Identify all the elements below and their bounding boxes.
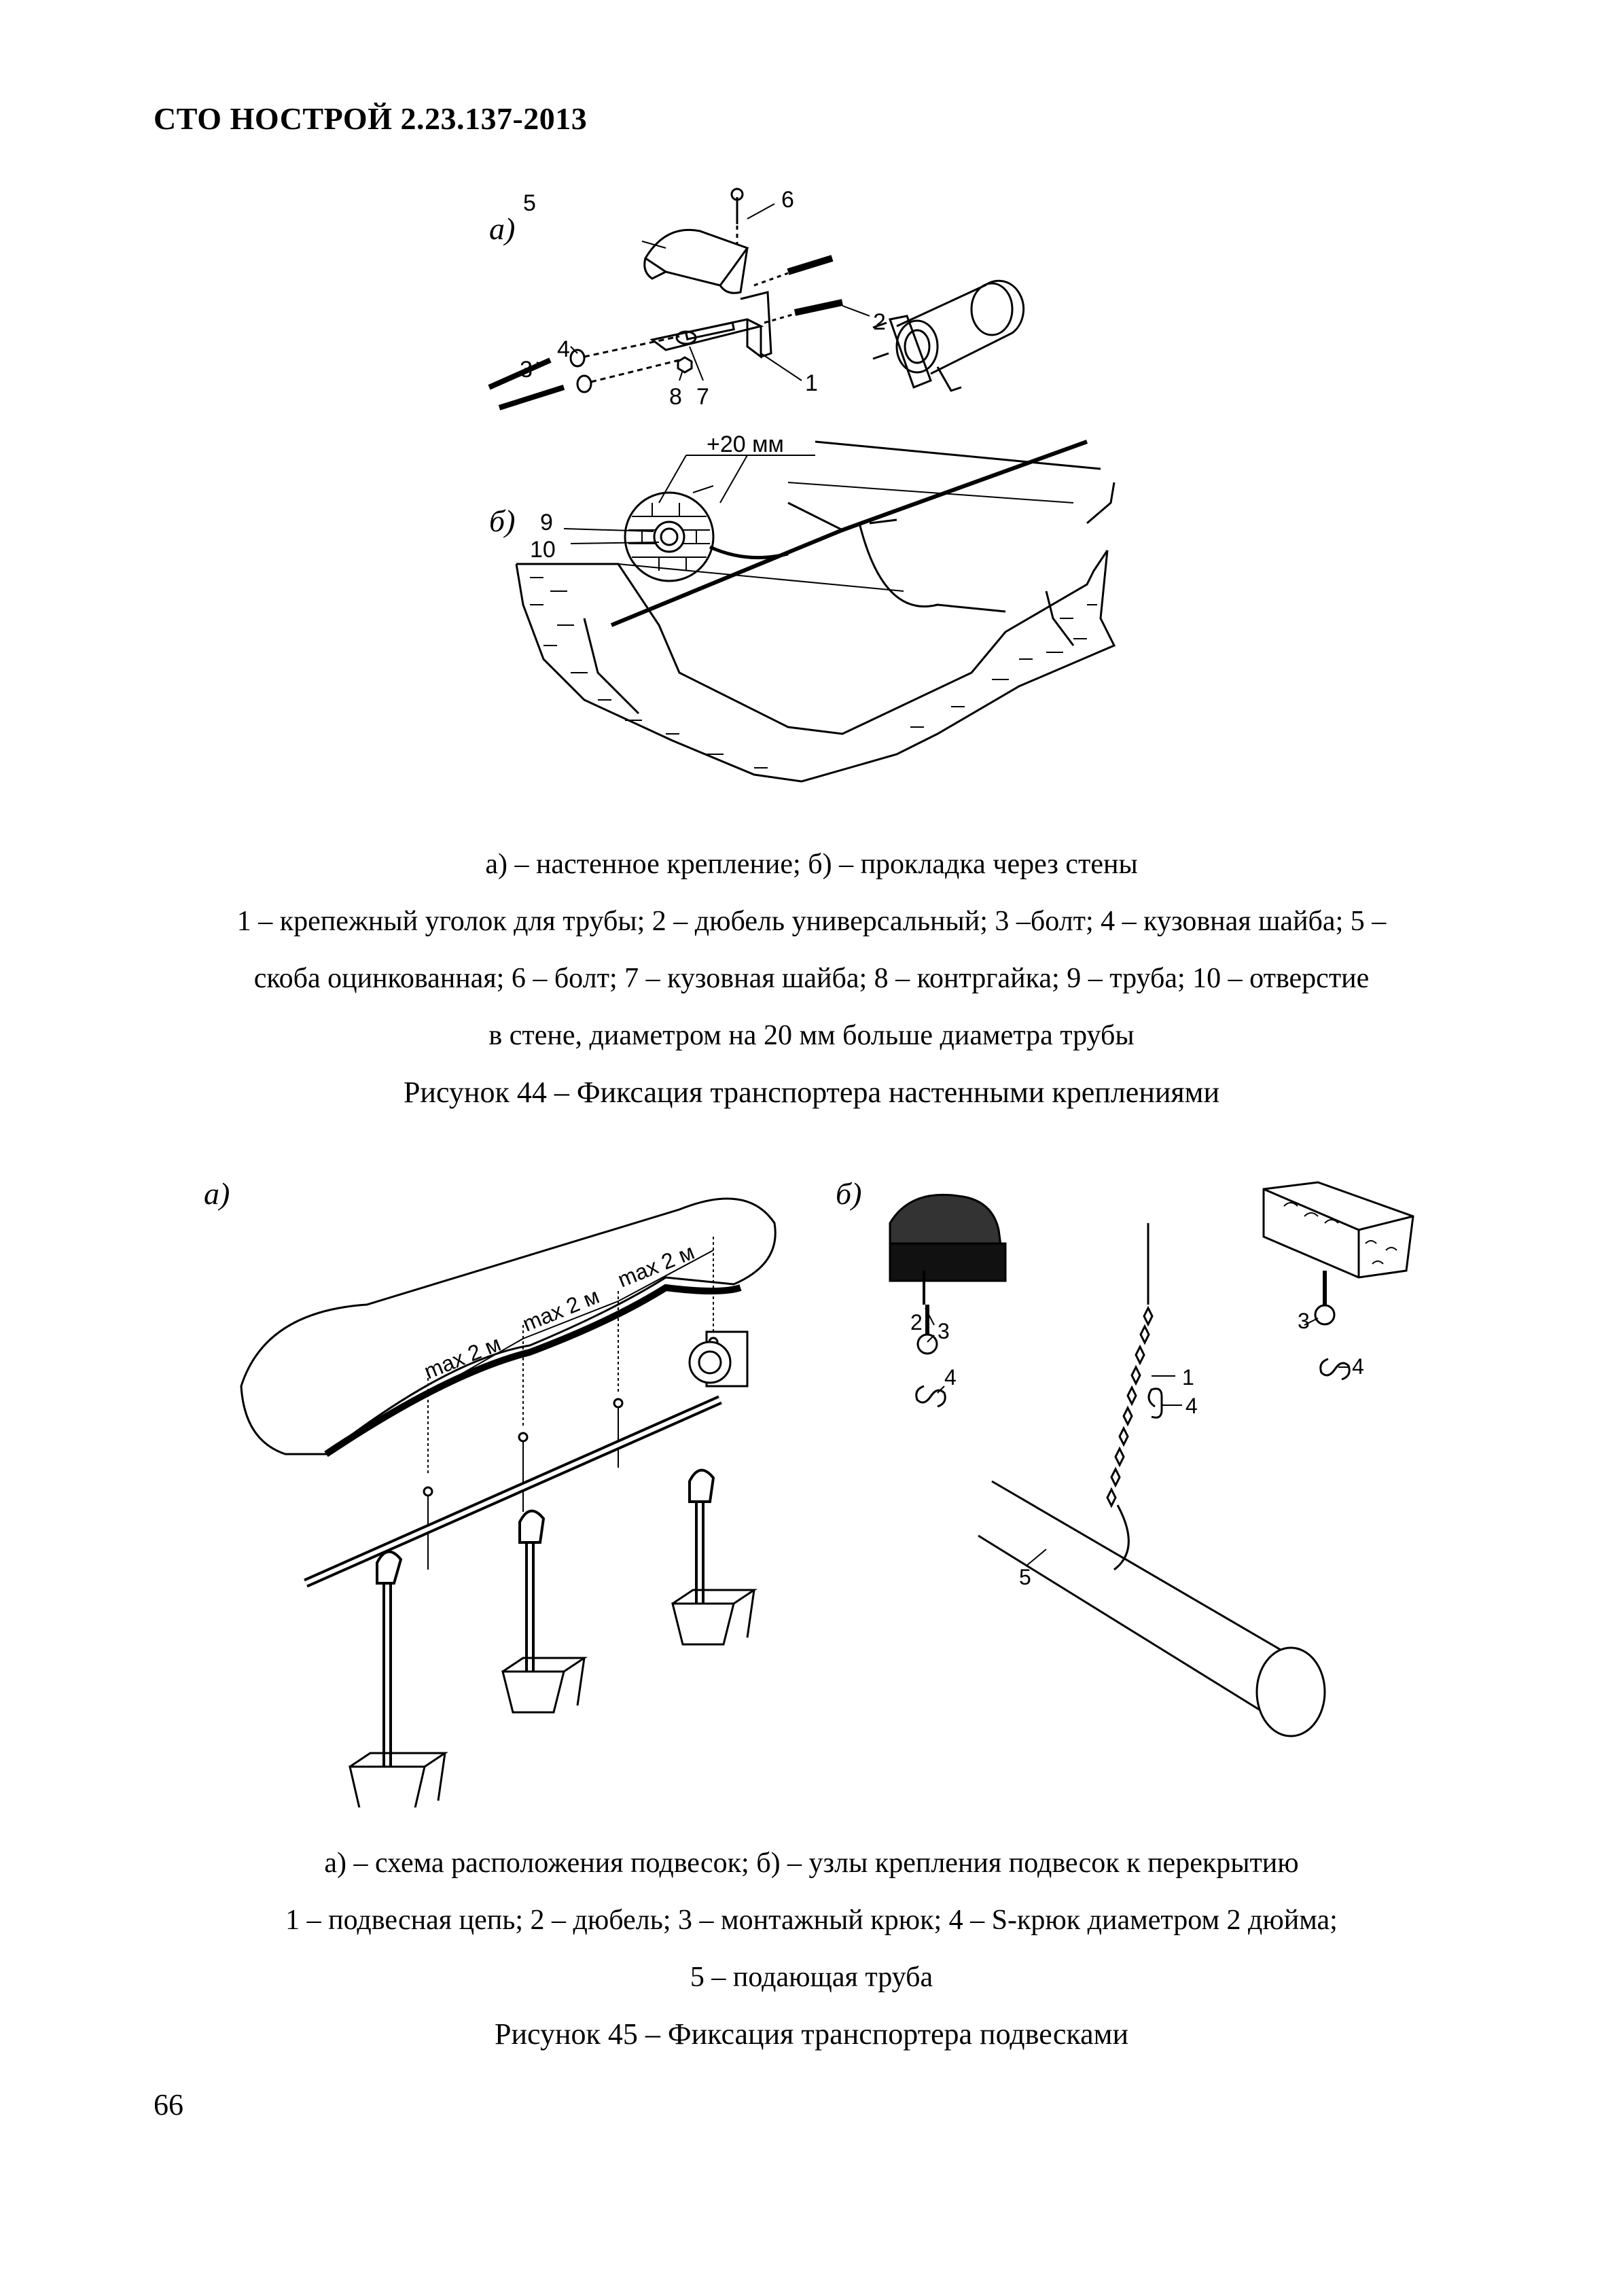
figure-45-caption: а) – схема расположения подвесок; б) – у… <box>136 1835 1487 2063</box>
pipe-hanger-layout-diagram: max 2 м max 2 м max 2 м <box>240 1181 1414 1807</box>
figure-44-caption-line: в стене, диаметром на 20 мм больше диаме… <box>488 1020 1135 1051</box>
figure-45-panel-b-label: б) <box>836 1176 862 1211</box>
callout-5: 5 <box>1019 1565 1031 1589</box>
page-number: 66 <box>154 2088 183 2121</box>
callout-1: 1 <box>805 370 818 396</box>
figure-45-caption-line: 1 – подвесная цепь; 2 – дюбель; 3 – монт… <box>285 1905 1338 1936</box>
figure-44-title: Рисунок 44 – Фиксация транспортера насте… <box>403 1076 1220 1109</box>
callout-4: 4 <box>944 1365 957 1390</box>
callout-2: 2 <box>910 1310 923 1335</box>
figure-45: а) б) max 2 м max 2 м max 2 м <box>204 1169 1427 1807</box>
figure-44-caption-line: 1 – крепежный уголок для трубы; 2 – дюбе… <box>236 906 1387 937</box>
callout-7: 7 <box>696 384 709 410</box>
callout-3: 3 <box>1298 1309 1310 1333</box>
dimension-label: +20 мм <box>707 431 784 457</box>
callout-3: 3 <box>938 1319 950 1343</box>
page-header-standard-code: СТО НОСТРОЙ 2.23.137-2013 <box>154 101 588 136</box>
callout-4: 4 <box>1185 1394 1198 1418</box>
callout-2: 2 <box>873 309 886 335</box>
callout-4: 4 <box>1352 1354 1364 1379</box>
figure-44: а) б) <box>462 183 1148 809</box>
callout-10: 10 <box>530 537 556 563</box>
figure-45-title: Рисунок 45 – Фиксация транспортера подве… <box>494 2017 1128 2051</box>
figure-45-panel-a-label: а) <box>204 1176 230 1211</box>
figure-44-caption-line: а) – настенное крепление; б) – прокладка… <box>485 849 1138 880</box>
figure-44-caption-line: скоба оцинкованная; 6 – болт; 7 – кузовн… <box>253 963 1370 994</box>
callout-3: 3 <box>520 357 533 383</box>
figure-44-caption: а) – настенное крепление; б) – прокладка… <box>136 836 1487 1121</box>
callout-5: 5 <box>523 190 536 216</box>
callout-1: 1 <box>1182 1365 1194 1390</box>
callout-9: 9 <box>540 510 553 535</box>
figure-44-panel-a-label: а) <box>489 211 516 246</box>
callout-6: 6 <box>781 187 794 213</box>
figure-45-caption-line: 5 – подающая труба <box>690 1962 933 1993</box>
figure-44-panel-b-label: б) <box>489 504 516 538</box>
wall-bracket-exploded-diagram: 5 6 4 3 2 1 8 7 9 10 +20 мм <box>488 187 1116 783</box>
callout-8: 8 <box>669 384 682 410</box>
figure-45-caption-line: а) – схема расположения подвесок; б) – у… <box>324 1848 1299 1879</box>
callout-4: 4 <box>557 336 570 362</box>
